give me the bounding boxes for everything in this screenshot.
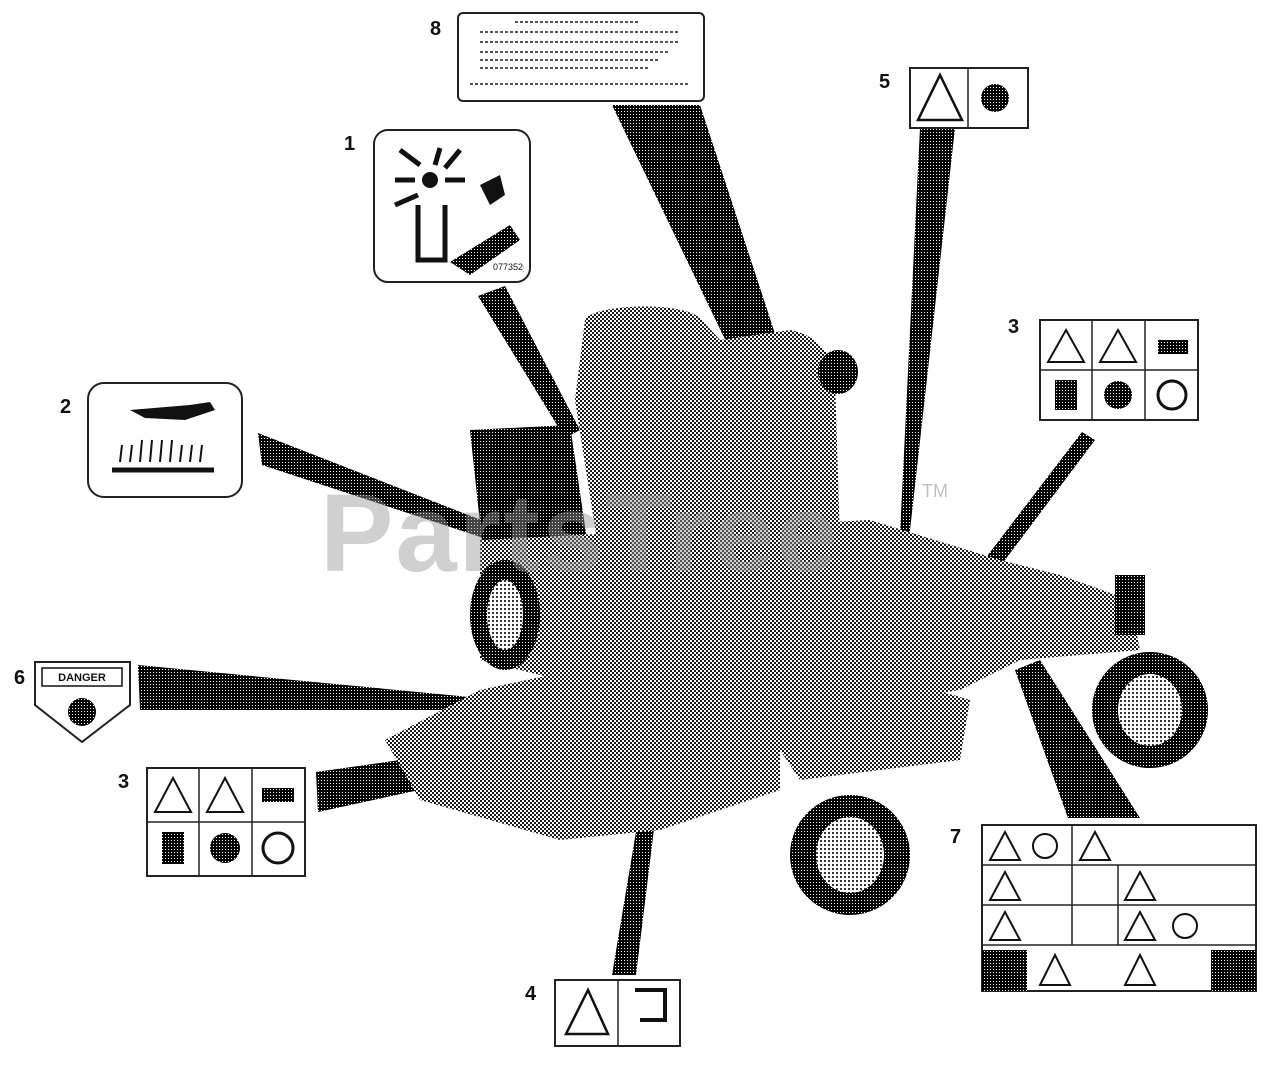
leader-line-7 xyxy=(1015,660,1140,818)
decal-8 xyxy=(457,12,705,102)
callout-4[interactable]: 4 xyxy=(525,983,537,1005)
mower-illustration xyxy=(385,306,1208,915)
decal-6-danger-text: DANGER xyxy=(58,672,106,684)
callout-8[interactable]: 8 xyxy=(430,18,442,40)
mower-deck xyxy=(385,660,780,840)
mower-fuel-cap xyxy=(818,350,858,394)
decal-1: 077352 xyxy=(373,129,531,283)
decal-5 xyxy=(909,67,1029,129)
leader-line-8 xyxy=(612,105,800,412)
leader-line-6 xyxy=(138,665,480,710)
leader-line-2 xyxy=(258,433,522,550)
callout-7[interactable]: 7 xyxy=(950,826,962,848)
decal-3-right xyxy=(1039,319,1199,421)
leader-line-1 xyxy=(478,286,580,438)
callout-6[interactable]: 6 xyxy=(14,667,26,689)
watermark: PartsTree xyxy=(320,472,840,595)
callout-2[interactable]: 2 xyxy=(60,396,72,418)
callout-3-right[interactable]: 3 xyxy=(1008,316,1020,338)
decal-4 xyxy=(554,979,681,1047)
leader-line-5 xyxy=(898,128,955,575)
watermark-tm: TM xyxy=(922,481,948,501)
callout-1[interactable]: 1 xyxy=(344,133,356,155)
leader-line-3-right xyxy=(978,432,1095,580)
decal-7 xyxy=(981,824,1257,992)
callout-3-left[interactable]: 3 xyxy=(118,771,130,793)
decal-2 xyxy=(87,382,243,498)
decal-3-left xyxy=(146,767,306,877)
decal-6: DANGER xyxy=(34,661,131,744)
decal-1-code-label: 077352 xyxy=(493,262,524,272)
mower-engine xyxy=(575,306,840,560)
callout-5[interactable]: 5 xyxy=(879,71,891,93)
mower-rear-body xyxy=(470,425,590,570)
